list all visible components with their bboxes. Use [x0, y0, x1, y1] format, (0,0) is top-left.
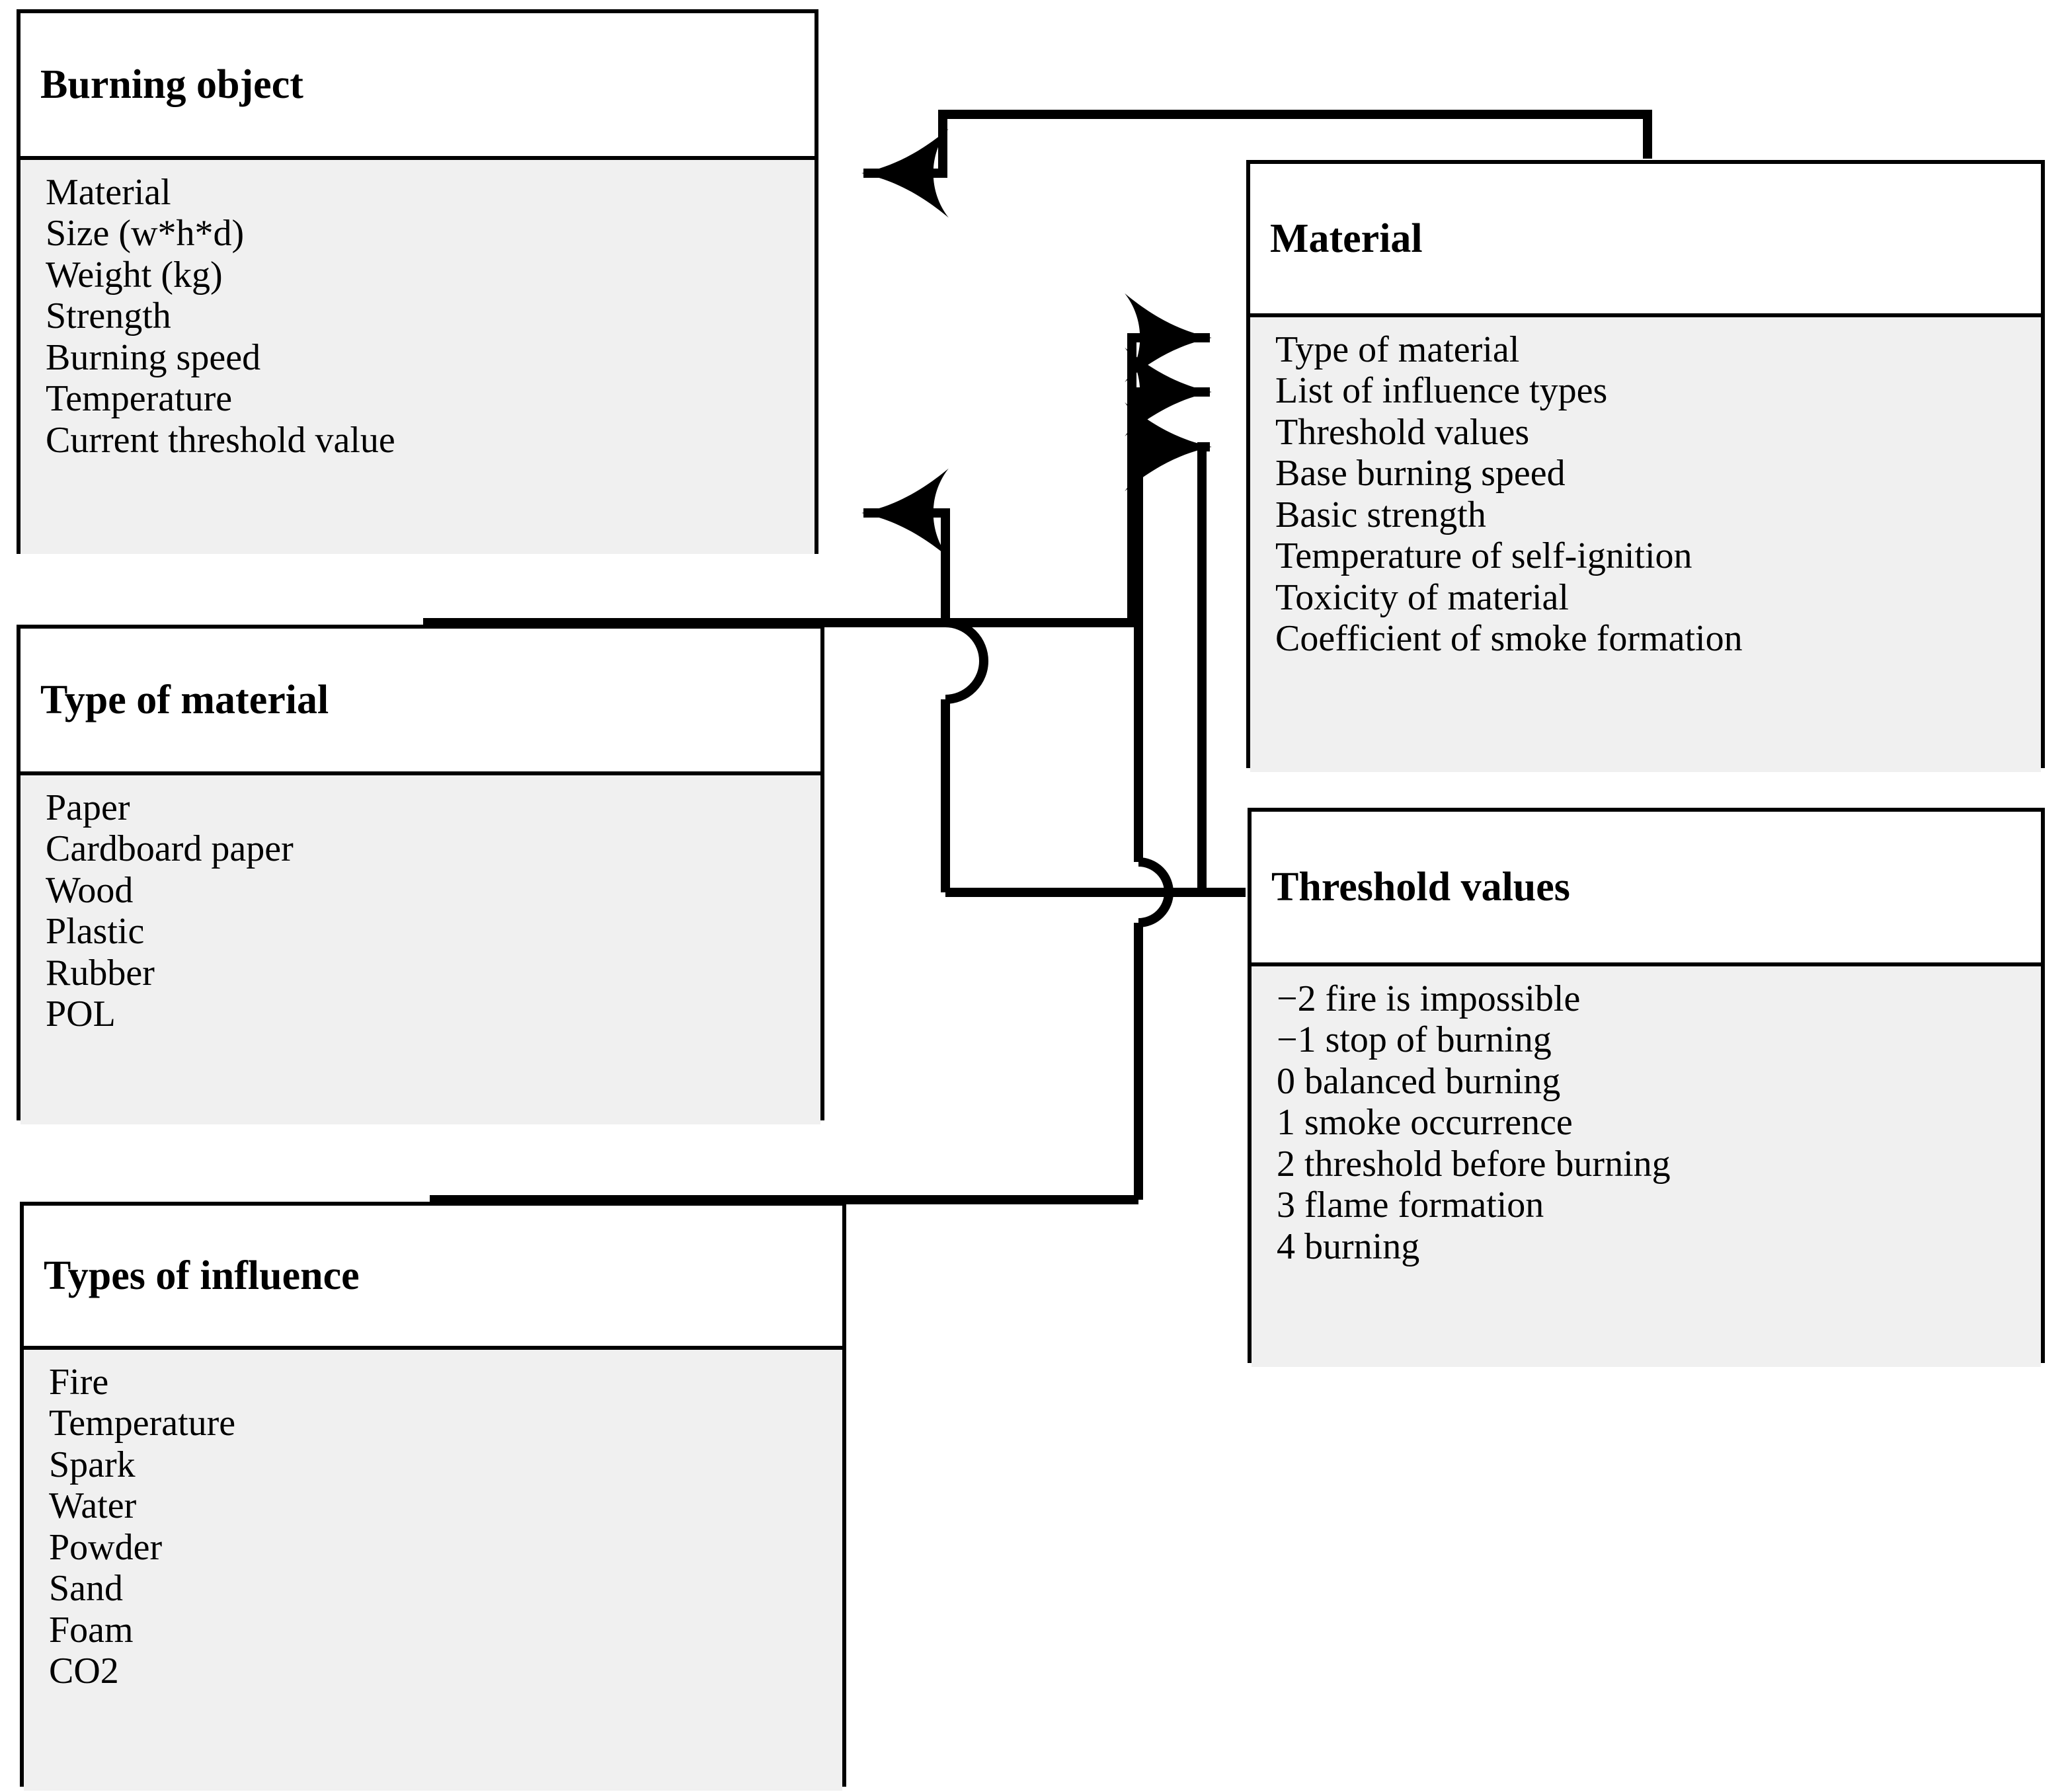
- attribute-row: Fire: [49, 1362, 109, 1403]
- attribute-row: −1 stop of burning: [1277, 1019, 1552, 1061]
- attribute-row: Current threshold value: [46, 419, 395, 461]
- attribute-row: Temperature of self-ignition: [1275, 535, 1692, 577]
- class-title-types-of-influence: Types of influence: [24, 1206, 842, 1346]
- attribute-row: Paper: [46, 787, 130, 828]
- attribute-row: Foam: [49, 1609, 134, 1651]
- class-attributes-material: Type of material List of influence types…: [1250, 313, 2041, 772]
- class-attributes-types-of-influence: Fire Temperature Spark Water Powder Sand…: [24, 1346, 842, 1791]
- attribute-row: 0 balanced burning: [1277, 1060, 1561, 1102]
- attribute-row: Size (w*h*d): [46, 213, 245, 254]
- class-box-threshold-values[interactable]: Threshold values −2 fire is impossible −…: [1248, 808, 2045, 1367]
- attribute-row: CO2: [49, 1651, 119, 1692]
- attribute-row: Rubber: [46, 952, 155, 993]
- class-attributes-type-of-material: Paper Cardboard paper Wood Plastic Rubbe…: [20, 771, 820, 1124]
- attribute-row: Threshold values: [1275, 411, 1530, 453]
- attribute-row: Weight (kg): [46, 254, 223, 295]
- class-title-burning-object: Burning object: [20, 13, 815, 156]
- attribute-row: 3 flame formation: [1277, 1185, 1544, 1226]
- attribute-row: Temperature: [49, 1403, 236, 1444]
- attribute-row: Spark: [49, 1444, 136, 1485]
- attribute-row: Plastic: [46, 911, 145, 953]
- attribute-row: 4 burning: [1277, 1226, 1420, 1267]
- attribute-row: Water: [49, 1485, 137, 1527]
- class-attributes-burning-object: Material Size (w*h*d) Weight (kg) Streng…: [20, 156, 815, 554]
- wire-typesofinfluence-to-material-c: [1125, 347, 1212, 862]
- attribute-row: Wood: [46, 869, 134, 911]
- attribute-row: Powder: [49, 1526, 163, 1568]
- wire-typeofmaterial-to-material-c: [945, 293, 1212, 627]
- attribute-row: Material: [46, 172, 171, 213]
- class-box-material[interactable]: Material Type of material List of influe…: [1246, 160, 2045, 772]
- wire-threshold-to-material-a: [1125, 402, 1246, 897]
- attribute-row: Temperature: [46, 378, 233, 420]
- wire-hop-arc-1: [945, 618, 988, 704]
- class-box-burning-object[interactable]: Burning object Material Size (w*h*d) Wei…: [17, 9, 818, 554]
- attribute-row: 2 threshold before burning: [1277, 1143, 1671, 1185]
- attribute-row: −2 fire is impossible: [1277, 978, 1581, 1019]
- attribute-row: Basic strength: [1275, 494, 1486, 535]
- attribute-row: Strength: [46, 295, 171, 337]
- class-title-material: Material: [1250, 164, 2041, 313]
- attribute-row: Sand: [49, 1568, 123, 1610]
- attribute-row: POL: [46, 993, 116, 1035]
- attribute-row: List of influence types: [1275, 370, 1608, 412]
- attribute-row: Burning speed: [46, 336, 261, 378]
- attribute-row: Toxicity of material: [1275, 576, 1569, 618]
- attribute-row: Base burning speed: [1275, 453, 1566, 494]
- attribute-row: Cardboard paper: [46, 828, 294, 870]
- attribute-row: 1 smoke occurrence: [1277, 1102, 1573, 1144]
- class-box-types-of-influence[interactable]: Types of influence Fire Temperature Spar…: [20, 1202, 846, 1791]
- class-title-type-of-material: Type of material: [20, 629, 820, 771]
- class-box-type-of-material[interactable]: Type of material Paper Cardboard paper W…: [17, 625, 824, 1124]
- attribute-row: Type of material: [1275, 329, 1520, 370]
- attribute-row: Coefficient of smoke formation: [1275, 618, 1743, 660]
- class-title-threshold-values: Threshold values: [1252, 812, 2041, 962]
- class-attributes-threshold-values: −2 fire is impossible −1 stop of burning…: [1252, 962, 2041, 1367]
- wire-threshold-to-burning-object-c: [861, 468, 950, 623]
- wire-hop-arc-2: [1138, 857, 1173, 927]
